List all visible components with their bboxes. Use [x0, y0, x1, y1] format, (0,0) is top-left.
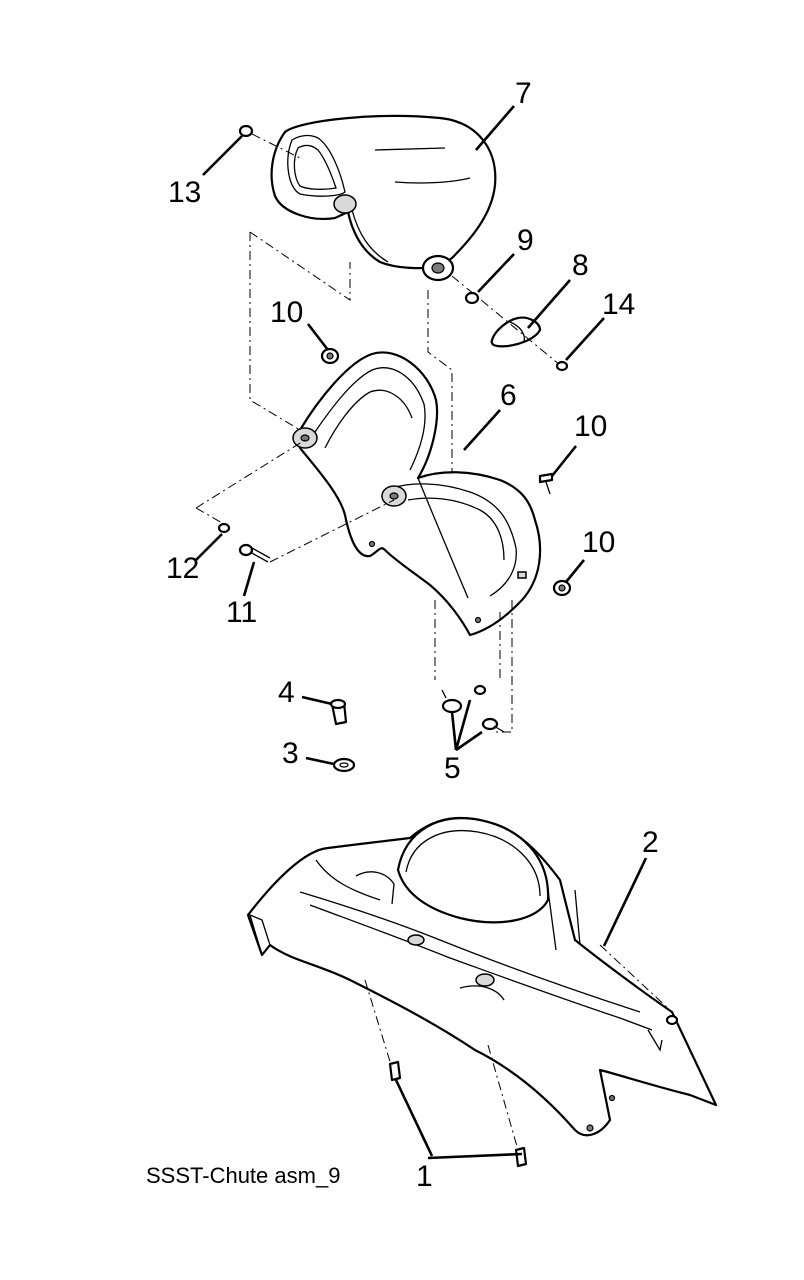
callout-2: 2 [642, 826, 659, 859]
assembly-line-5 [434, 600, 513, 733]
diagram-caption: SSST-Chute asm_9 [146, 1163, 340, 1188]
assembly-line-right [427, 290, 453, 540]
callout-14: 14 [602, 288, 635, 321]
part-1-screws [388, 1060, 528, 1168]
callout-11: 11 [226, 596, 257, 629]
part-10-nut-top [320, 347, 340, 365]
callout-3: 3 [282, 737, 299, 770]
assembly-line-left [249, 231, 351, 431]
part-4-bolt [329, 698, 348, 726]
part-5-fasteners [441, 684, 505, 733]
callout-10-top: 10 [270, 296, 303, 329]
part-10-pin-right [538, 472, 554, 495]
callout-9: 9 [517, 224, 534, 257]
part-11-bolt [238, 499, 395, 563]
part-10-nut-right [552, 579, 572, 597]
callout-10-mid: 10 [574, 410, 607, 443]
part-13-bolt [238, 124, 301, 159]
part-2-lower-chute [246, 816, 718, 1137]
part-8-knob [451, 275, 561, 366]
callout-13: 13 [168, 176, 201, 209]
part-14-screw [555, 360, 569, 372]
callout-4: 4 [278, 676, 295, 709]
part-12-screw [195, 439, 306, 534]
callout-8: 8 [572, 249, 589, 282]
callout-labels: 7 13 9 8 14 10 6 10 10 12 11 4 3 5 2 1 [166, 77, 659, 1193]
callout-12: 12 [166, 552, 199, 585]
callout-7: 7 [515, 77, 532, 110]
part-9-washer [464, 291, 480, 305]
callout-6: 6 [500, 379, 517, 412]
part-6-upper-chute [292, 351, 542, 637]
callout-10-low: 10 [582, 526, 615, 559]
callout-1: 1 [416, 1160, 433, 1193]
part-3-washer [332, 757, 356, 773]
assembly-line-1 [364, 979, 519, 1151]
part-7-deflector [270, 114, 497, 282]
callout-5: 5 [444, 752, 461, 785]
leader-lines [195, 105, 648, 1160]
